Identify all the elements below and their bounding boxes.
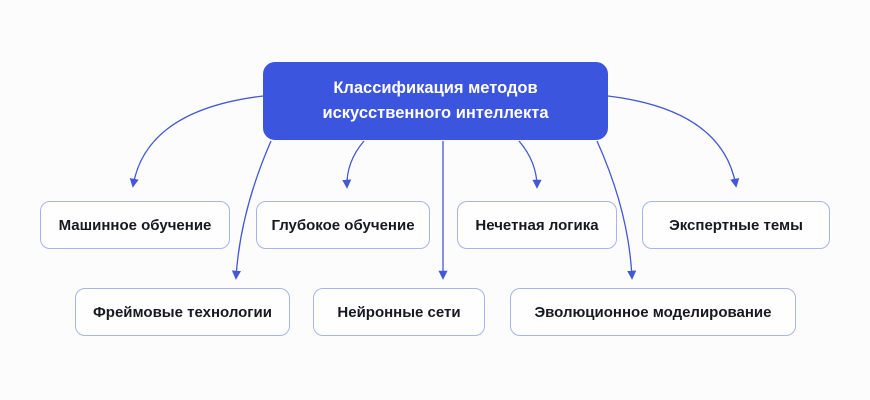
root-node-classification: Классификация методов искусственного инт… (263, 62, 608, 140)
node-label: Фреймовые технологии (93, 303, 272, 321)
node-neural-networks: Нейронные сети (313, 288, 485, 336)
node-label: Экспертные темы (669, 216, 803, 234)
node-label: Нейронные сети (337, 303, 461, 321)
node-label: Эволюционное моделирование (534, 303, 772, 321)
node-machine-learning: Машинное обучение (40, 201, 230, 249)
root-node-label: Классификация методов искусственного инт… (322, 79, 549, 122)
arrow-to-fuzzy-logic (518, 140, 542, 189)
arrow-to-machine-learning (129, 95, 264, 188)
node-evolutionary-modeling: Эволюционное моделирование (510, 288, 796, 336)
node-expert-systems: Экспертные темы (642, 201, 830, 249)
arrow-to-deep-learning (342, 140, 365, 189)
node-deep-learning: Глубокое обучение (256, 201, 430, 249)
node-label: Нечетная логика (475, 216, 599, 234)
node-label: Глубокое обучение (271, 216, 415, 234)
node-frame-technologies: Фреймовые технологии (75, 288, 290, 336)
node-label: Машинное обучение (58, 216, 212, 234)
node-fuzzy-logic: Нечетная логика (457, 201, 617, 249)
arrow-to-expert-systems (607, 95, 740, 188)
